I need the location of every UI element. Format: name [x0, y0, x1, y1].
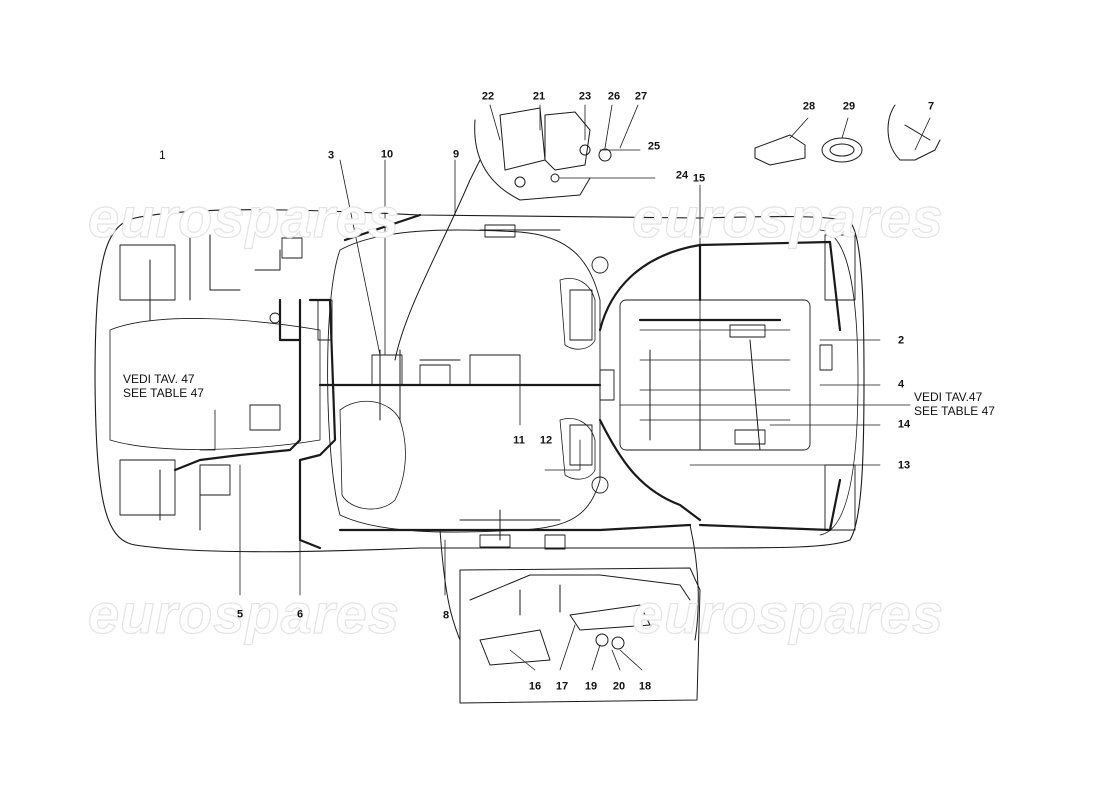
car-body-outline — [94, 209, 865, 553]
watermark-top-left: eurospares — [87, 186, 400, 249]
seat-right-2 — [559, 418, 596, 480]
callout-19: 19 — [584, 680, 598, 693]
note-left-line2: SEE TABLE 47 — [123, 386, 204, 400]
inset-bottom-parts — [469, 574, 691, 666]
note-right-line2: SEE TABLE 47 — [914, 404, 995, 418]
rear-right-wheel — [824, 464, 856, 531]
front-hood-outline — [109, 318, 321, 450]
engine-block — [619, 299, 811, 451]
callout-7: 7 — [927, 100, 935, 113]
callout-15: 15 — [692, 172, 706, 185]
callout-27: 27 — [634, 90, 648, 103]
harness-center-curve — [598, 240, 842, 332]
rear-bumper — [819, 229, 859, 536]
callout-14: 14 — [897, 418, 911, 431]
seat-left — [339, 401, 406, 510]
callout-13: 13 — [897, 459, 911, 472]
callout-25: 25 — [647, 140, 661, 153]
harness-front-top — [278, 298, 302, 342]
callout-10: 10 — [380, 148, 394, 161]
callout-23: 23 — [578, 90, 592, 103]
seat-right — [559, 278, 596, 350]
callout-24: 24 — [675, 169, 689, 182]
callout-5: 5 — [236, 608, 244, 621]
front-left-wheel — [119, 244, 176, 301]
callout-18: 18 — [638, 680, 652, 693]
callout-12: 12 — [539, 434, 553, 447]
inset-topright-parts — [754, 104, 941, 166]
harness-front-loop-2 — [298, 298, 337, 550]
note-right-line1: VEDI TAV.47 — [914, 390, 983, 404]
note-right: VEDI TAV.47 SEE TABLE 47 — [914, 390, 995, 418]
inset-bottom-outline — [459, 567, 701, 704]
rear-left-wheel — [824, 234, 856, 301]
harness-left-side — [338, 523, 692, 532]
wire-windshield — [394, 159, 481, 361]
front-right-wheel — [119, 459, 176, 516]
inset-top-parts — [499, 107, 612, 188]
callout-8: 8 — [442, 609, 450, 622]
callout-9: 9 — [452, 148, 460, 161]
overview-label: 1 — [159, 148, 166, 162]
inset-top-outline — [474, 119, 591, 201]
watermark-bottom-right: eurospares — [631, 582, 944, 645]
engine-detail-1 — [639, 329, 791, 421]
wire-front-1 — [189, 234, 281, 301]
harness-rear-bottom — [698, 478, 842, 532]
callout-17: 17 — [555, 680, 569, 693]
note-left-line1: VEDI TAV. 47 — [123, 372, 195, 386]
harness-top-side — [343, 213, 422, 242]
leader-lines — [199, 104, 931, 671]
wire-right-tab — [689, 524, 699, 641]
callout-4: 4 — [897, 378, 905, 391]
wire-engine-1 — [649, 339, 761, 451]
callout-28: 28 — [802, 100, 816, 113]
callout-3: 3 — [327, 149, 335, 162]
cabin-outline — [327, 229, 601, 533]
harness-rear-down — [598, 418, 702, 522]
callout-16: 16 — [528, 680, 542, 693]
callout-29: 29 — [842, 100, 856, 113]
callout-2: 2 — [897, 334, 905, 347]
callout-20: 20 — [612, 680, 626, 693]
harness-front-loop — [173, 298, 302, 472]
callout-21: 21 — [532, 90, 546, 103]
watermark-bottom-left: eurospares — [87, 582, 400, 645]
wire-left-tab — [439, 529, 461, 641]
callout-22: 22 — [481, 90, 495, 103]
watermark-top-right: eurospares — [631, 186, 944, 249]
callout-11: 11 — [513, 434, 525, 447]
callout-26: 26 — [607, 90, 621, 103]
note-left: VEDI TAV. 47 SEE TABLE 47 — [123, 372, 204, 400]
callout-6: 6 — [296, 608, 304, 621]
